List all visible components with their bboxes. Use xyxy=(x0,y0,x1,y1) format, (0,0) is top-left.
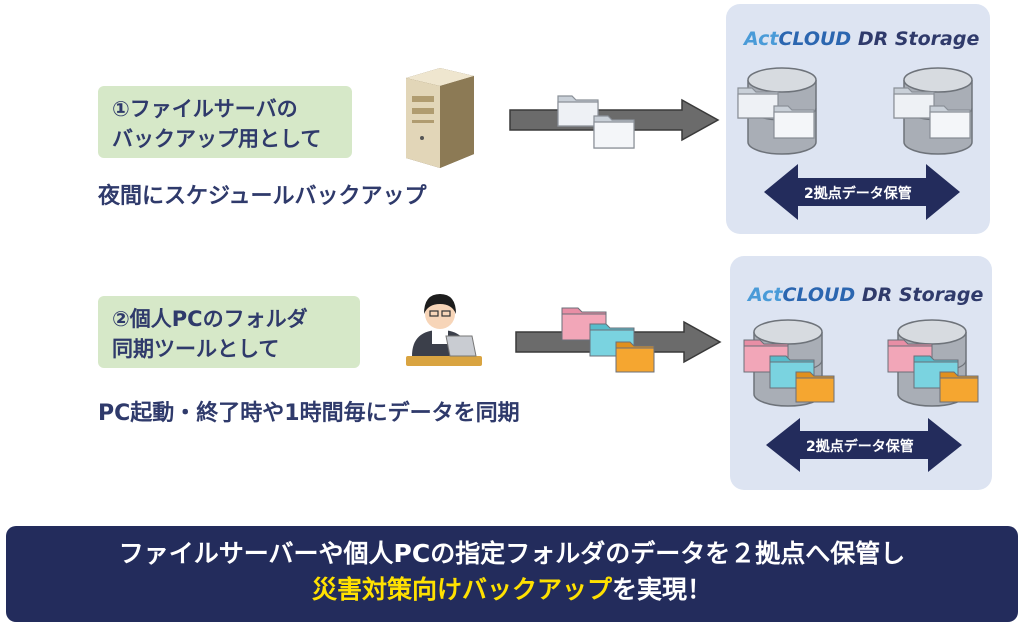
brand-cloud: CLOUD xyxy=(782,284,856,306)
row2-description: PC起動・終了時や1時間毎にデータを同期 xyxy=(98,401,520,426)
brand-act: Act xyxy=(748,284,783,306)
row1-folder-icon xyxy=(557,95,635,149)
summary-banner: ファイルサーバーや個人PCの指定フォルダのデータを２拠点へ保管し 災害対策向けバ… xyxy=(6,526,1018,622)
row1-label-line2: バックアップ用として xyxy=(112,127,322,151)
brand-dr: DR Storage xyxy=(861,284,984,306)
brand-dr: DR Storage xyxy=(857,28,980,50)
sync-double-arrow-1 xyxy=(764,164,960,220)
database-icon xyxy=(743,319,835,407)
database-icon xyxy=(737,67,817,155)
row1-description: 夜間にスケジュールバックアップ xyxy=(98,184,427,209)
summary-line2-rest: を実現！ xyxy=(612,575,713,604)
row2-label-box: ②個人PCのフォルダ 同期ツールとして xyxy=(98,296,360,368)
person-laptop-icon xyxy=(406,294,482,366)
sync-label-2: 2拠点データ保管 xyxy=(806,439,914,455)
storage-brand-2: ActCLOUD DR Storage xyxy=(748,284,983,306)
brand-act: Act xyxy=(744,28,779,50)
sync-double-arrow-2 xyxy=(766,418,962,472)
database-icon xyxy=(893,67,973,155)
server-icon xyxy=(406,68,474,168)
row2-label-line1: ②個人PCのフォルダ xyxy=(112,307,308,331)
row1-label-box: ①ファイルサーバの バックアップ用として xyxy=(98,86,352,158)
summary-line1: ファイルサーバーや個人PCの指定フォルダのデータを２拠点へ保管し xyxy=(118,539,906,568)
sync-label-1: 2拠点データ保管 xyxy=(804,186,912,202)
row2-folder-icon xyxy=(561,307,655,373)
row1-label-line1: ①ファイルサーバの xyxy=(112,97,298,121)
brand-cloud: CLOUD xyxy=(778,28,852,50)
storage-brand-1: ActCLOUD DR Storage xyxy=(744,28,979,50)
database-icon xyxy=(887,319,979,407)
row2-label-line2: 同期ツールとして xyxy=(112,337,280,361)
summary-line2: 災害対策向けバックアップを実現！ xyxy=(6,572,1018,608)
summary-highlight: 災害対策向けバックアップ xyxy=(311,575,612,604)
